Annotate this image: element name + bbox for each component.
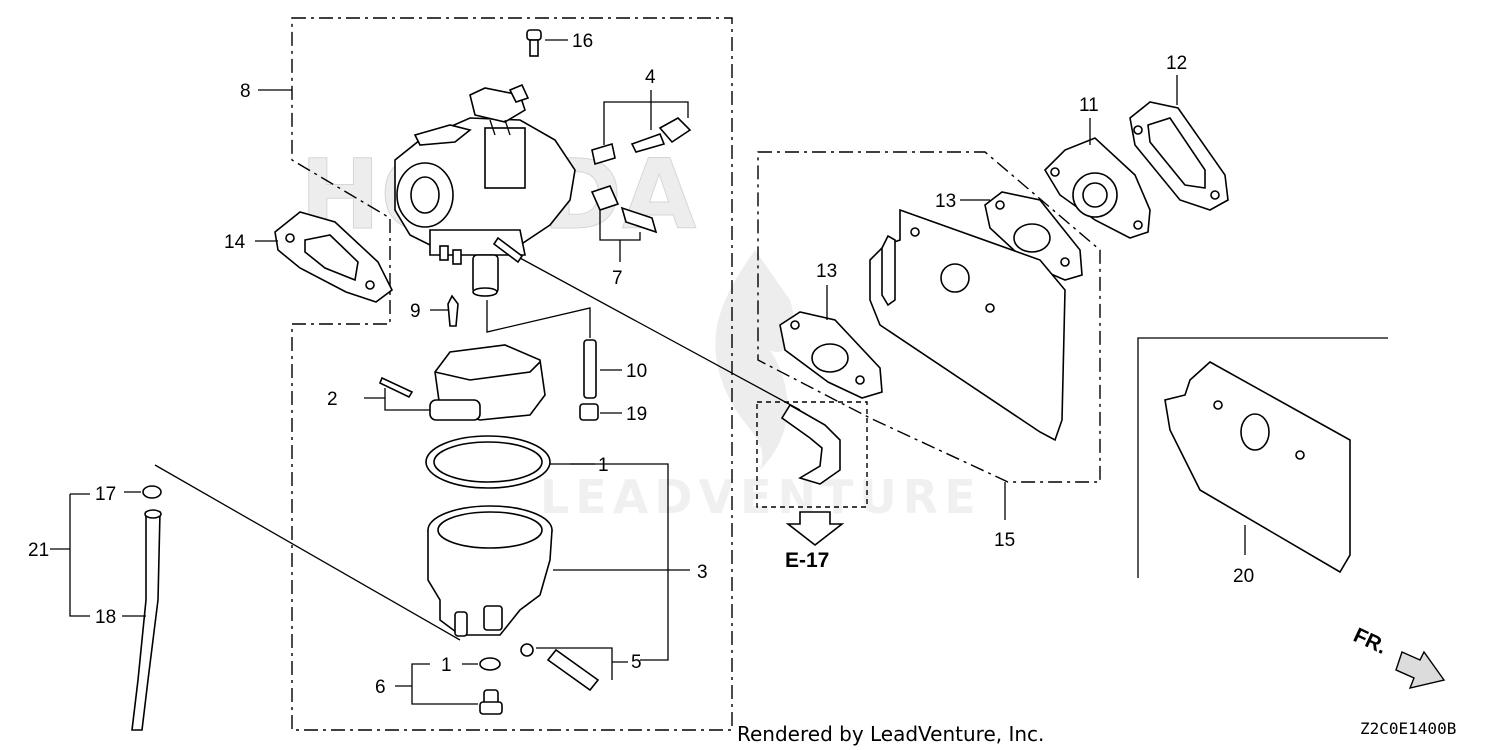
part-5-drain-screw [520,643,600,692]
hose [780,403,841,485]
part-6-washer-bolt [479,657,503,715]
callout-13-left: 13 [816,261,837,282]
carburetor-body [394,83,576,297]
callout-1b: 1 [441,655,452,676]
callout-5: 5 [631,652,642,673]
callout-17: 17 [95,484,116,505]
carburetor-assembly-boundary [291,17,733,731]
part-17-clip [142,485,162,499]
part-20-bracket [1137,337,1388,578]
float [429,344,546,421]
part-13-insulator-right [984,191,1083,281]
diagram-code: Z2C0E1400B [1360,719,1456,738]
gasket-set-boundary [757,151,1101,483]
part-16-screw [526,29,542,57]
reference-e17: E-17 [785,549,829,572]
callout-4: 4 [645,67,656,88]
callout-9: 9 [410,301,421,322]
part-13-insulator-left [779,311,883,399]
part-7-screw-set [590,185,658,234]
callout-3: 3 [697,562,708,583]
part-19-jet [579,403,599,421]
callout-21: 21 [28,540,49,561]
callout-18: 18 [95,607,116,628]
callout-8: 8 [240,81,251,102]
callout-13-right: 13 [935,191,956,212]
part-20-plate [1164,361,1351,574]
credit-text: Rendered by LeadVenture, Inc. [737,722,1044,746]
part-10-nozzle [583,339,597,399]
callout-1a: 1 [598,455,609,476]
callout-15: 15 [994,530,1015,551]
callout-2: 2 [327,389,338,410]
flame-logo-watermark [715,250,794,470]
callout-10: 10 [626,361,647,382]
part-4-screw-set [591,117,692,166]
callout-20: 20 [1233,566,1254,587]
hose-reference-box [756,401,868,508]
callout-6: 6 [375,677,386,698]
callout-14: 14 [224,232,246,253]
callout-11: 11 [1079,95,1099,116]
part-18-fuel-tube [131,509,162,731]
vendor-watermark: LEADVENTURE [540,470,982,524]
part-11-insulator [1043,137,1151,239]
part-12-gasket [1129,101,1229,211]
callout-16: 16 [572,31,593,52]
front-marker-label: FR. [1350,624,1390,659]
part-2-float-pin [378,376,414,399]
callout-19: 19 [626,404,647,425]
part-9-float-valve [447,294,459,327]
front-arrow-icon [1395,650,1446,689]
part-3-float-chamber [427,505,553,637]
callout-12: 12 [1166,53,1187,74]
callout-7: 7 [612,268,623,289]
e17-arrow [785,511,845,547]
heat-shield-plate [869,208,1066,442]
